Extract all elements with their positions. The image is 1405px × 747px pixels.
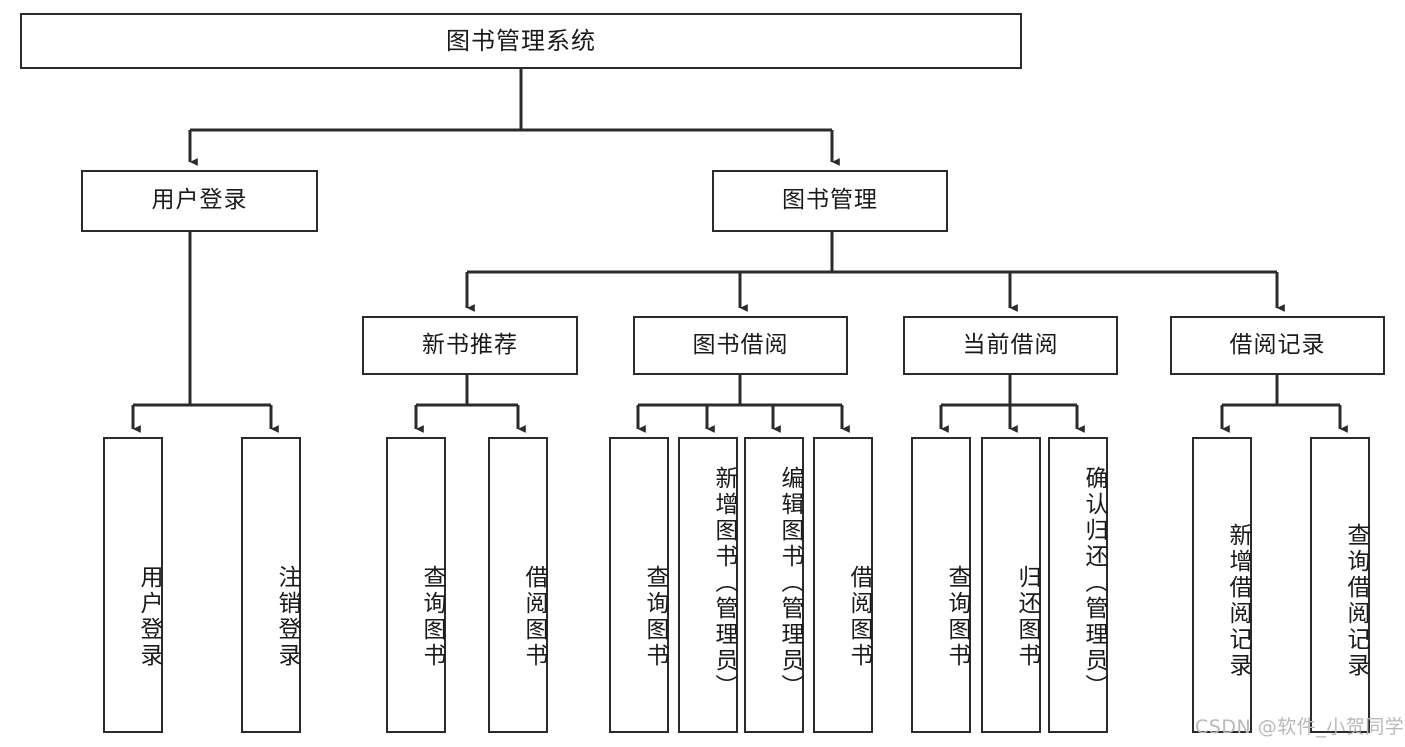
leaf-book-borrow-edit-book-admin[interactable]: 编辑图书（管理员） <box>744 437 804 733</box>
node-new-book-recommend[interactable]: 新书推荐 <box>362 316 578 375</box>
leaf-user-login-login[interactable]: 用户登录 <box>103 437 163 733</box>
leaf-current-borrow-return-book[interactable]: 归还图书 <box>981 437 1041 733</box>
leaf-current-borrow-confirm-return-admin[interactable]: 确认归还（管理员） <box>1048 437 1108 733</box>
leaf-borrow-record-add-record[interactable]: 新增借阅记录 <box>1192 437 1252 733</box>
leaf-current-borrow-query-book[interactable]: 查询图书 <box>911 437 971 733</box>
csdn-watermark: CSDN @软件_小贺同学 <box>1195 716 1405 738</box>
node-book-management[interactable]: 图书管理 <box>712 170 948 232</box>
leaf-book-borrow-add-book-admin[interactable]: 新增图书（管理员） <box>678 437 738 733</box>
node-root-book-management-system[interactable]: 图书管理系统 <box>20 13 1022 69</box>
leaf-borrow-record-query-record[interactable]: 查询借阅记录 <box>1310 437 1370 733</box>
leaf-user-login-logout[interactable]: 注销登录 <box>241 437 301 733</box>
leaf-new-book-borrow-book[interactable]: 借阅图书 <box>488 437 548 733</box>
node-book-borrow[interactable]: 图书借阅 <box>633 316 848 375</box>
node-user-login[interactable]: 用户登录 <box>81 170 318 232</box>
leaf-book-borrow-borrow-book[interactable]: 借阅图书 <box>813 437 873 733</box>
node-current-borrow[interactable]: 当前借阅 <box>903 316 1118 375</box>
node-borrow-record[interactable]: 借阅记录 <box>1170 316 1385 375</box>
leaf-new-book-query-book[interactable]: 查询图书 <box>386 437 446 733</box>
leaf-book-borrow-query-book[interactable]: 查询图书 <box>609 437 669 733</box>
